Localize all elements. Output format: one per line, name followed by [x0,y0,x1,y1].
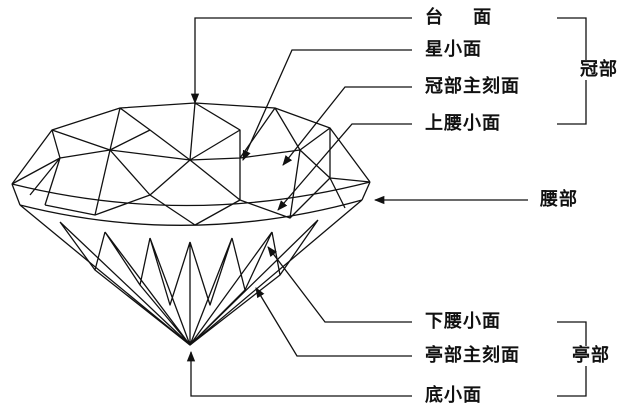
label-crown-main-facet: 冠部主刻面 [425,76,520,97]
girdle-top [11,181,371,207]
table-edge [51,127,331,161]
crown-facets [11,102,371,226]
label-culet: 底小面 [425,385,482,406]
girdle-left [11,183,21,206]
leader-crown-main [282,86,412,166]
label-crown-group: 冠部 [578,59,620,80]
leader-lines [186,17,587,397]
label-upper-girdle-facet: 上腰小面 [425,113,501,134]
leader-table [190,17,412,105]
label-girdle: 腰部 [540,189,578,210]
label-table: 台 面 [425,7,493,28]
girdle-right [361,181,371,201]
diamond-drawing [11,102,371,346]
pavilion-facets [59,219,319,346]
girdle-bottom [19,199,363,226]
leader-pavilion-main [255,287,412,357]
label-star-facet: 星小面 [425,39,482,60]
leader-star-facet [242,49,412,161]
label-pavilion-group: 亭部 [570,345,612,366]
label-pavilion-main-facet: 亭部主刻面 [425,345,520,366]
leader-lower-girdle [267,246,412,323]
leader-culet [186,350,412,397]
label-lower-girdle-facet: 下腰小面 [425,311,501,332]
leader-upper-girdle [277,123,412,211]
